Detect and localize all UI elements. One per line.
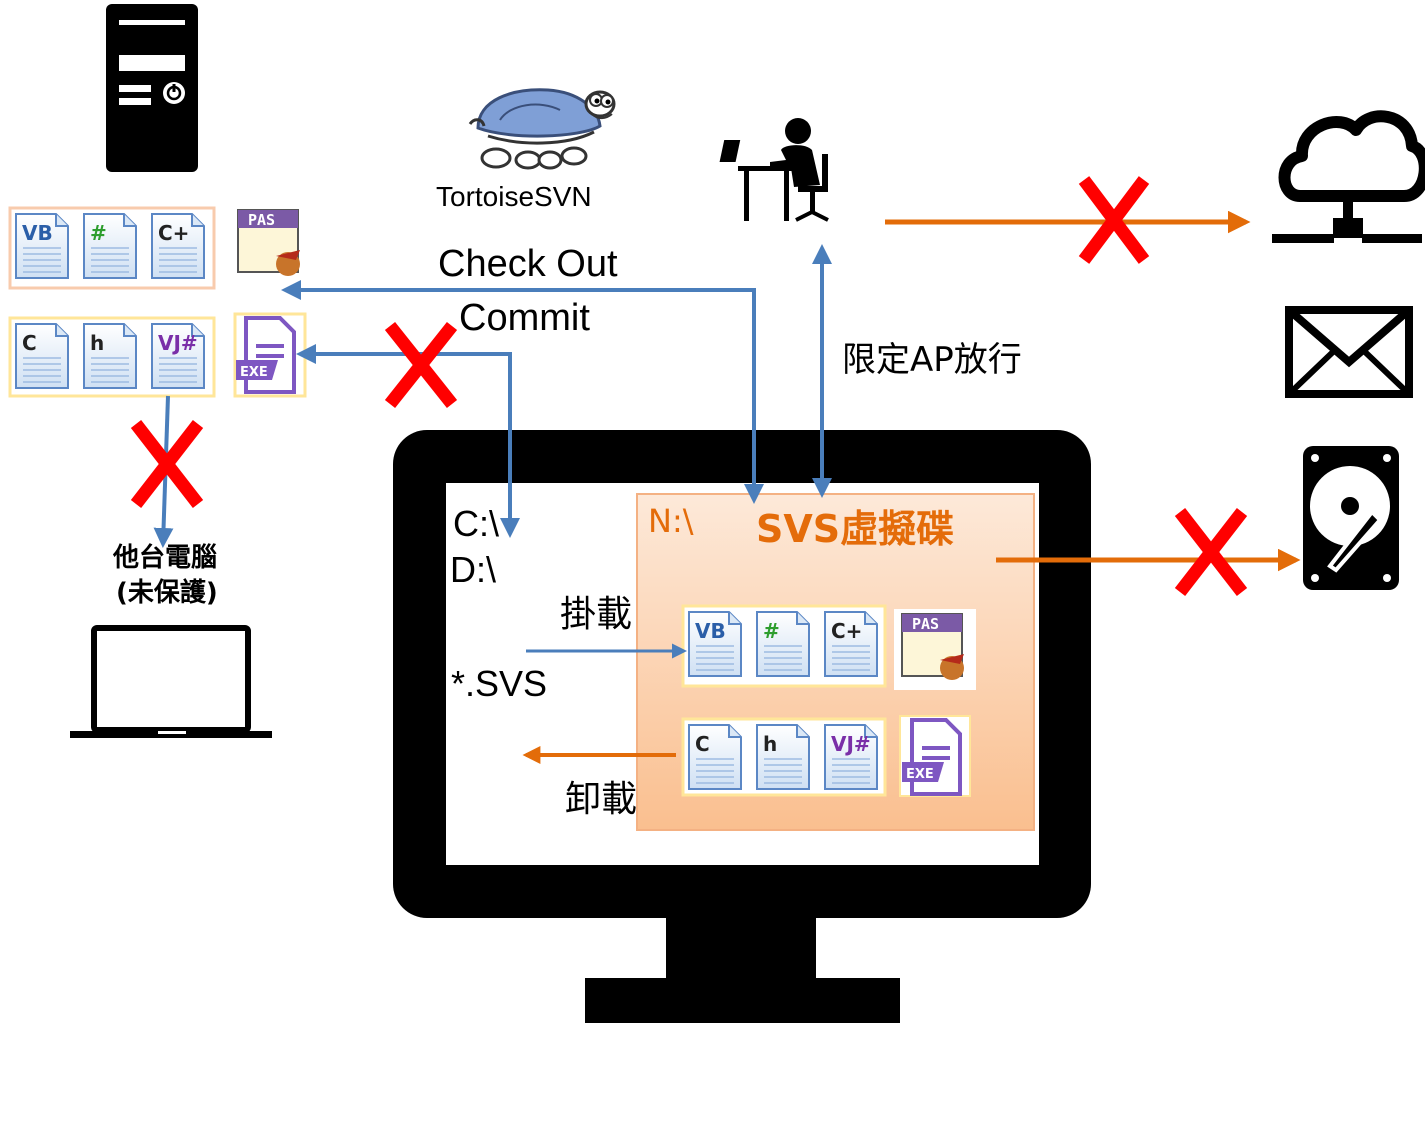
- csharp-file-glyph: #: [90, 221, 107, 245]
- exe-file-icon: EXE: [236, 316, 296, 394]
- other-pc-label-line2: (未保護): [116, 578, 218, 608]
- svs-vb-file-glyph: VB: [695, 619, 726, 643]
- vj-file-icon: VJ#: [151, 323, 205, 389]
- exe-glyph: EXE: [240, 365, 268, 380]
- svs-csharp-file-icon: #: [756, 611, 810, 677]
- svs-csharp-file-glyph: #: [763, 619, 780, 643]
- svs-h-file-icon: h: [756, 724, 810, 790]
- server-icon: [106, 4, 198, 172]
- deny-disk-cross-icon: [1174, 508, 1248, 596]
- checkout-arrow: [281, 280, 764, 504]
- tortoise-logo-icon: [468, 88, 616, 170]
- h-file-glyph: h: [90, 331, 104, 355]
- svs-cpp-file-icon: C+: [824, 611, 878, 677]
- vb-file-glyph: VB: [22, 221, 53, 245]
- mount-label: 掛載: [560, 594, 633, 635]
- cpp-file-glyph: C+: [158, 221, 189, 245]
- svs-exe-file-icon: EXE: [902, 718, 962, 796]
- h-file-icon: h: [83, 323, 137, 389]
- user-at-desk-icon: [719, 118, 829, 222]
- hard-drive-icon: [1303, 446, 1399, 590]
- exe-glyph: EXE: [906, 767, 934, 782]
- svs-vj-file-glyph: VJ#: [831, 732, 871, 756]
- mail-icon: [1285, 306, 1413, 398]
- csharp-file-icon: #: [83, 213, 137, 279]
- svs-vj-file-icon: VJ#: [824, 724, 878, 790]
- pas-glyph: PAS: [912, 615, 939, 633]
- cloud-network-icon: [1272, 110, 1425, 243]
- svs-cpp-file-glyph: C+: [831, 619, 862, 643]
- orange-arrows: [522, 210, 1301, 764]
- commit-label: Commit: [459, 297, 590, 339]
- vj-file-glyph: VJ#: [158, 331, 198, 355]
- tortoisesvn-label: TortoiseSVN: [436, 181, 592, 212]
- other-pc-label-line1: 他台電腦: [113, 543, 218, 573]
- drive-n-label: N:\: [648, 502, 694, 540]
- laptop-icon: [70, 625, 272, 738]
- svs-drive-title: SVS虛擬碟: [756, 507, 955, 551]
- vb-file-icon: VB: [15, 213, 69, 279]
- cpp-file-icon: C+: [151, 213, 205, 279]
- pas-file-icon: PAS: [237, 209, 300, 276]
- pas-glyph: PAS: [248, 211, 275, 229]
- deny-network-cross-icon: [1078, 176, 1150, 264]
- unmount-label: 卸載: [565, 779, 638, 820]
- deny-copy-cross-icon: [130, 420, 204, 508]
- svs-vb-file-icon: VB: [688, 611, 742, 677]
- svs-c-file-glyph: C: [695, 732, 710, 756]
- svs-h-file-glyph: h: [763, 732, 777, 756]
- ap-allow-label: 限定AP放行: [842, 340, 1022, 380]
- svs-c-file-icon: C: [688, 724, 742, 790]
- checkout-label: Check Out: [438, 243, 618, 285]
- drive-d-label: D:\: [450, 549, 497, 590]
- drive-c-label: C:\: [453, 503, 500, 544]
- red-crosses: [130, 176, 1248, 596]
- svs-pas-file-icon: PAS: [901, 613, 964, 680]
- c-file-icon: C: [15, 323, 69, 389]
- svs-file-label: *.SVS: [451, 663, 548, 704]
- c-file-glyph: C: [22, 331, 37, 355]
- commit-arrow: [296, 344, 520, 538]
- deny-commit-cross-icon: [384, 321, 458, 409]
